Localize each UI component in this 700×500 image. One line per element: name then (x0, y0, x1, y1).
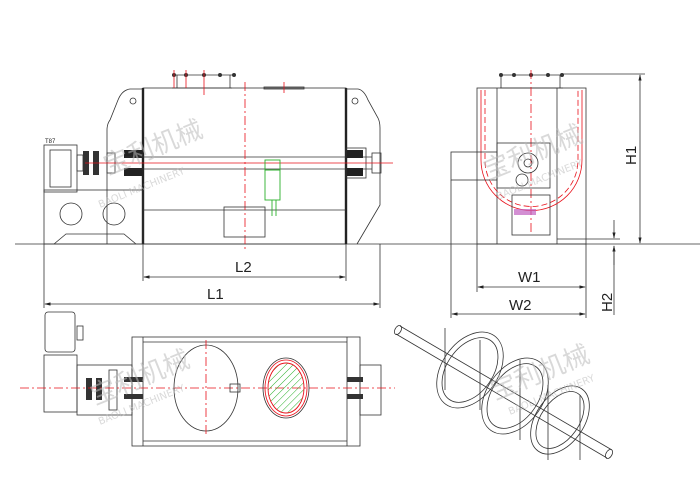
w2-label: W2 (509, 297, 532, 314)
inlet-port (267, 362, 305, 414)
w1-label: W1 (518, 269, 541, 286)
top-view (20, 311, 395, 447)
h2-label: H2 (599, 293, 616, 312)
discharge-valve (223, 206, 266, 238)
motor-box (43, 144, 78, 193)
side-view (450, 70, 587, 245)
side-gearbox (496, 142, 551, 189)
l2-label: L2 (235, 259, 252, 276)
l1-label: L1 (207, 286, 224, 303)
ribbon-agitator (393, 325, 614, 460)
valve-marker (514, 209, 536, 215)
svg-text:宝利机械: 宝利机械 (99, 115, 207, 182)
motor-label: T87 (45, 139, 56, 145)
top-gearbox (43, 354, 78, 413)
top-motor (44, 311, 76, 353)
h1-label: H1 (623, 146, 640, 165)
front-view: T87 (43, 70, 393, 250)
